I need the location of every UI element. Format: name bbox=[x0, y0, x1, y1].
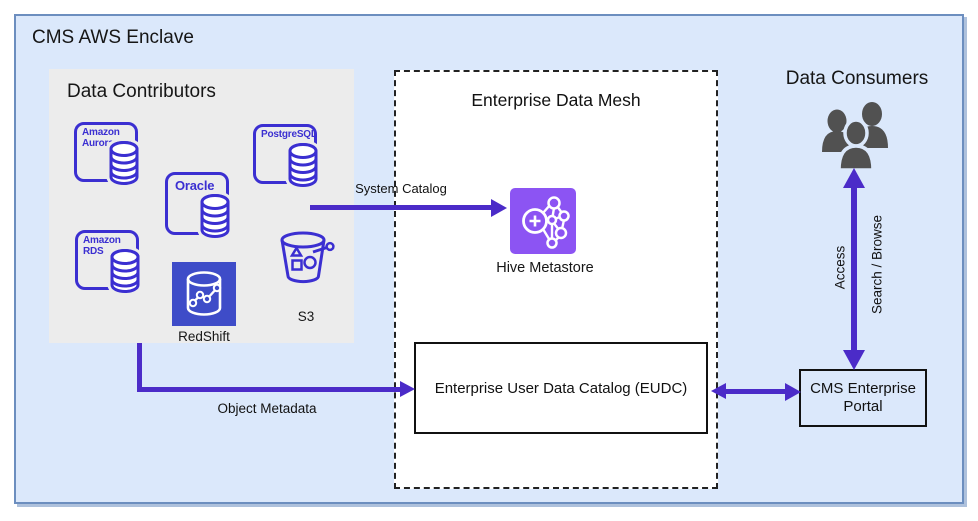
cms-enterprise-portal-label: CMS Enterprise Portal bbox=[810, 380, 916, 415]
s3-label: S3 bbox=[297, 309, 315, 324]
object-metadata-arrowhead bbox=[400, 381, 415, 397]
access-search-arrowhead-down bbox=[843, 350, 865, 370]
hive-metastore-icon bbox=[510, 188, 576, 254]
enterprise-data-mesh-title: Enterprise Data Mesh bbox=[471, 90, 641, 110]
hive-metastore-label: Hive Metastore bbox=[496, 260, 594, 276]
s3-bucket-icon bbox=[280, 231, 335, 284]
system-catalog-arrowhead bbox=[491, 198, 507, 217]
oracle-label: Oracle bbox=[175, 178, 215, 193]
eudc-box: Enterprise User Data Catalog (EUDC) bbox=[414, 342, 708, 434]
object-metadata-arrow-horizontal bbox=[137, 387, 400, 392]
database-cylinder-icon bbox=[197, 192, 233, 241]
object-metadata-label: Object Metadata bbox=[217, 401, 317, 416]
postgresql-label: PostgreSQL bbox=[261, 129, 317, 140]
oracle-icon: Oracle bbox=[165, 172, 233, 241]
access-search-arrowhead-up bbox=[843, 168, 865, 188]
data-consumers-title: Data Consumers bbox=[785, 68, 929, 89]
system-catalog-arrow-line bbox=[310, 205, 491, 210]
cms-enterprise-portal-box: CMS Enterprise Portal bbox=[799, 369, 927, 427]
amazon-aurora-label: Amazon Aurora bbox=[82, 127, 120, 149]
data-contributors-group: Data Contributors Amazon Aurora PostgreS… bbox=[49, 69, 354, 344]
postgresql-icon: PostgreSQL bbox=[253, 124, 321, 190]
system-catalog-label: System Catalog bbox=[355, 181, 447, 196]
database-cylinder-icon bbox=[106, 139, 142, 188]
eudc-portal-arrowhead-right bbox=[785, 382, 801, 401]
cms-aws-enclave-container: CMS AWS Enclave Data Contributors Amazon… bbox=[14, 14, 964, 504]
redshift-icon bbox=[172, 262, 236, 326]
object-metadata-arrow-vertical bbox=[137, 343, 142, 392]
enclave-title: CMS AWS Enclave bbox=[32, 27, 194, 48]
amazon-rds-label: Amazon RDS bbox=[83, 235, 121, 257]
search-browse-label: Search / Browse bbox=[869, 214, 885, 315]
amazon-aurora-icon: Amazon Aurora bbox=[74, 122, 142, 188]
access-search-arrow-line bbox=[851, 184, 857, 354]
database-cylinder-icon bbox=[285, 141, 321, 190]
access-label: Access bbox=[832, 245, 848, 290]
data-consumers-people-icon bbox=[822, 102, 888, 172]
database-cylinder-icon bbox=[107, 247, 143, 296]
data-contributors-title: Data Contributors bbox=[67, 81, 216, 102]
redshift-label: RedShift bbox=[178, 329, 230, 344]
eudc-portal-arrow-line bbox=[724, 389, 786, 394]
amazon-rds-icon: Amazon RDS bbox=[75, 230, 143, 296]
eudc-portal-arrowhead-left bbox=[711, 383, 726, 399]
eudc-label: Enterprise User Data Catalog (EUDC) bbox=[434, 379, 688, 397]
